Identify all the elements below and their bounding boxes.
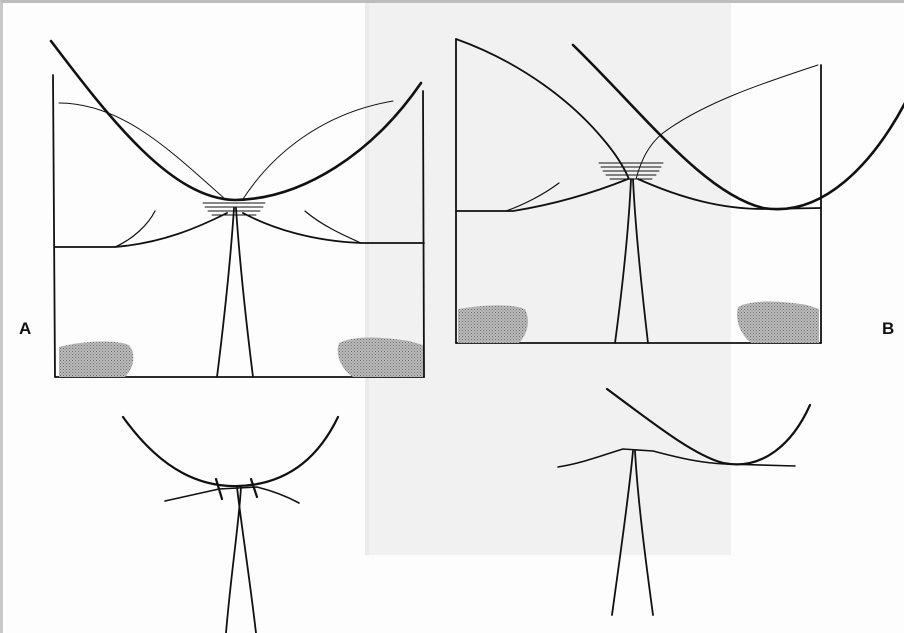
panel-a-v-right [236, 208, 253, 377]
panel-a-shading-right [338, 338, 423, 378]
panel-a-closure-v-left [226, 487, 241, 633]
panel-a-closure-v-right [237, 487, 256, 633]
panel-label-a: A [19, 320, 31, 337]
panel-a-closure-arc [123, 417, 338, 486]
panel-a-v-left [217, 208, 234, 377]
background-page-shadow-edge [365, 3, 369, 555]
panel-b-shading-right [737, 302, 819, 344]
panel-label-b: B [882, 320, 894, 337]
panel-a-box-right [423, 91, 424, 377]
skin-flap-diagram [3, 3, 904, 633]
panel-a-closure-horizontal [165, 487, 299, 503]
panel-a-lower [123, 417, 338, 633]
panel-a-box-left [53, 75, 55, 377]
panel-a-shading-left [59, 341, 133, 377]
panel-b-shading-left [458, 305, 528, 343]
